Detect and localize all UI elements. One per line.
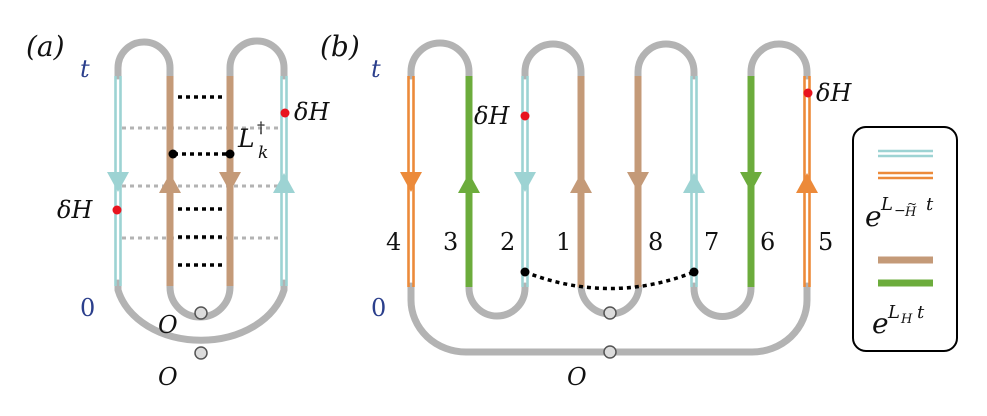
panel-a-jump-dot-right <box>225 149 235 159</box>
branch-number-2: 2 <box>500 228 515 256</box>
svg-text:L: L <box>237 124 255 153</box>
panel-a-perturbation-left-label: δH <box>57 196 93 224</box>
legend-label-h-evolution: e L H t <box>872 302 925 340</box>
legend-label-tilde-evolution: e L − H ~ t <box>865 194 934 233</box>
panel-a-arrow-up-cyan <box>273 173 295 193</box>
branch-number-7: 7 <box>704 228 719 256</box>
panel-b-arrow-1-up <box>570 173 592 193</box>
panel-b-arrow-5-up <box>796 173 818 193</box>
svg-text:L: L <box>880 194 893 215</box>
panel-a-observable-outer-label: O <box>158 363 178 391</box>
svg-text:t: t <box>917 302 925 323</box>
panel-b-perturbation-dot-left <box>520 111 530 121</box>
panel-b-label: (b) <box>320 30 360 63</box>
panel-a-arrow-down-cyan <box>107 172 129 192</box>
panel-b-observable-label: O <box>567 363 587 391</box>
svg-text:~: ~ <box>907 197 917 211</box>
branch-number-3: 3 <box>443 228 458 256</box>
svg-text:k: k <box>258 143 268 163</box>
panel-b-branch-numbers: 4 3 2 1 8 7 6 5 <box>386 228 833 256</box>
panel-b: (b) t 0 δH δH 4 3 2 1 8 7 6 5 O <box>320 30 852 391</box>
panel-a-observable-inner-marker <box>194 306 208 320</box>
svg-text:−: − <box>894 203 906 219</box>
panel-a-observable-inner-label: O <box>158 311 178 339</box>
panel-b-arrow-2-down <box>514 172 536 192</box>
legend-swatch-cyan <box>878 149 933 158</box>
panel-b-arrow-6-down <box>740 172 762 192</box>
svg-text:t: t <box>926 194 934 215</box>
panel-b-top-arc-3 <box>634 40 698 80</box>
panel-b-bottom-arc-left <box>465 282 529 320</box>
legend-swatch-orange <box>878 171 933 180</box>
panel-b-jump-dot-left <box>520 267 530 277</box>
panel-b-jump-dotted-curve <box>524 270 695 291</box>
svg-text:†: † <box>257 118 265 137</box>
branch-number-6: 6 <box>760 228 775 256</box>
panel-a-dotted-gray-lines <box>122 126 280 240</box>
panel-a-jump-dotted-lines <box>174 95 226 267</box>
panel-a-observable-outer-marker <box>194 346 208 360</box>
panel-a-jump-operator-label: L † k <box>237 118 268 163</box>
panel-b-arrow-4-down <box>400 172 422 192</box>
legend-box <box>852 126 958 352</box>
panel-a: (a) t 0 δH δH L † k O O <box>26 30 330 391</box>
panel-b-perturbation-left-label: δH <box>474 102 510 130</box>
panel-a-label: (a) <box>26 30 65 63</box>
panel-a-time-top: t <box>80 55 90 83</box>
svg-text:H: H <box>900 312 913 327</box>
panel-b-perturbation-right-label: δH <box>816 79 852 107</box>
panel-b-bottom-arc-right <box>690 282 755 320</box>
panel-b-top-arc-1 <box>407 39 473 80</box>
panel-a-arrow-down-brown <box>219 172 241 192</box>
branch-number-8: 8 <box>648 228 663 256</box>
branch-number-1: 1 <box>556 228 571 256</box>
svg-text:e: e <box>865 200 882 233</box>
panel-a-top-arc-right <box>226 37 288 80</box>
panel-b-observable-inner-marker <box>603 306 617 320</box>
panel-a-perturbation-right-label: δH <box>294 98 330 126</box>
panel-a-arrow-up-brown <box>159 173 181 193</box>
svg-text:H: H <box>904 205 917 220</box>
svg-text:e: e <box>872 307 889 340</box>
svg-text:L: L <box>887 302 900 323</box>
panel-a-jump-dot-left <box>168 149 178 159</box>
panel-a-bottom-arc-outer <box>114 279 288 344</box>
panel-a-time-bottom: 0 <box>80 294 95 322</box>
panel-b-arrow-3-up <box>458 173 480 193</box>
legend: e L − H ~ t e L H t <box>852 126 958 352</box>
panel-a-perturbation-dot-right <box>280 108 290 118</box>
panel-b-top-arc-4 <box>747 40 811 80</box>
panel-a-top-arc-left <box>114 38 174 80</box>
panel-a-perturbation-dot-left <box>112 205 122 215</box>
branch-number-5: 5 <box>818 228 833 256</box>
panel-b-arrow-8-down <box>627 172 649 192</box>
panel-b-time-top: t <box>371 55 381 83</box>
panel-b-observable-outer-marker <box>603 345 617 359</box>
panel-b-jump-dot-right <box>689 267 699 277</box>
panel-b-time-bottom: 0 <box>371 294 386 322</box>
branch-number-4: 4 <box>386 228 401 256</box>
panel-b-perturbation-dot-right <box>803 88 813 98</box>
panel-b-top-arc-2 <box>521 40 585 80</box>
panel-b-arrow-7-up <box>683 173 705 193</box>
